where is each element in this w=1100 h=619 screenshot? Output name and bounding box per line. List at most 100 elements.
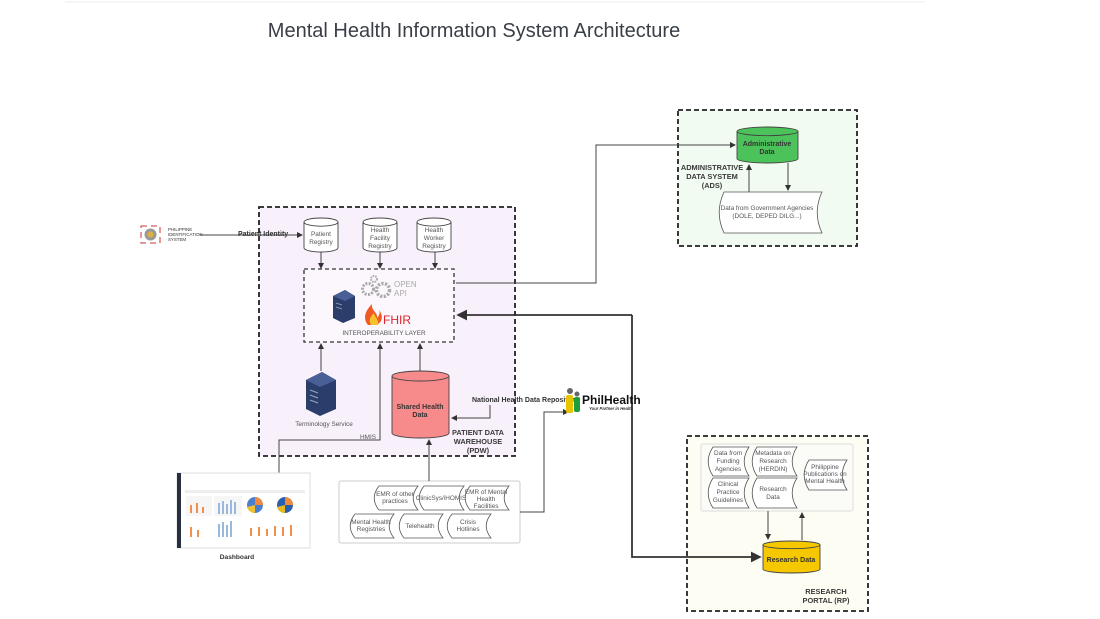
rp-funding-agencies: Data from Funding Agencies: [707, 446, 750, 477]
svg-text:Metadata on: Metadata on: [755, 450, 791, 457]
svg-text:Data from: Data from: [714, 450, 742, 457]
gears-icon: [361, 275, 392, 299]
svg-text:Registry: Registry: [309, 239, 333, 246]
stored-data-shape: [707, 446, 750, 477]
stored-data-shape: [398, 513, 444, 539]
svg-text:Practice: Practice: [716, 489, 740, 496]
health-facility-registry: Health Facility Registry: [362, 217, 398, 253]
svg-text:Telehealth: Telehealth: [405, 523, 435, 530]
cylinder-top: [736, 126, 799, 137]
edge-hmis: [278, 343, 383, 473]
svg-text:(PDW): (PDW): [467, 446, 490, 455]
svg-text:RESEARCH: RESEARCH: [805, 587, 846, 596]
svg-text:Data: Data: [766, 494, 780, 501]
source-telehealth: Telehealth: [398, 513, 444, 539]
dashboard-thumbnail: [176, 472, 311, 549]
patient-identity-label: Patient Identity: [238, 231, 288, 238]
interoperability-layer: [303, 268, 455, 343]
terminology-service-label: Terminology Service: [295, 421, 353, 428]
svg-text:SYSTEM: SYSTEM: [168, 237, 186, 242]
svg-text:practices: practices: [382, 498, 408, 505]
edge-sources-philhealth: [520, 409, 569, 513]
research-data: Research Data: [762, 540, 821, 574]
fhir-label: FHIR: [383, 313, 411, 327]
administrative-data: Administrative Data: [736, 126, 799, 164]
server-icon: [333, 290, 355, 323]
svg-text:PHILIPPINE: PHILIPPINE: [168, 227, 192, 232]
stored-data-shape: [751, 477, 798, 509]
stored-data-shape: [803, 459, 848, 491]
svg-text:Clinical: Clinical: [718, 481, 739, 488]
cylinder-top: [416, 217, 452, 227]
svg-text:Health: Health: [371, 227, 390, 234]
svg-text:Research: Research: [759, 486, 787, 493]
svg-text:Philippine: Philippine: [811, 464, 839, 471]
edge-interop-rp: [631, 315, 762, 563]
rp-research-data-source: Research Data: [751, 477, 798, 509]
cylinder-body: [736, 131, 799, 164]
svg-text:Health: Health: [477, 496, 496, 503]
cylinder-body: [362, 222, 398, 253]
svg-text:Facility: Facility: [370, 235, 391, 242]
stored-data-shape: [464, 485, 510, 511]
svg-text:Publications on: Publications on: [803, 471, 847, 478]
svg-text:EMR of Mental: EMR of Mental: [465, 489, 507, 496]
health-worker-registry: Health Worker Registry: [416, 217, 452, 253]
cylinder-top: [362, 217, 398, 227]
source-clinicsys-ihomis: ClinicSys/iHOMIS: [416, 485, 466, 511]
source-crisis-hotlines: Crisis Hotlines: [446, 513, 492, 539]
cylinder-body: [391, 376, 450, 439]
svg-text:Guidelines: Guidelines: [713, 497, 743, 504]
svg-text:PATIENT DATA: PATIENT DATA: [452, 428, 505, 437]
svg-text:Funding: Funding: [716, 458, 740, 465]
svg-text:Hotlines: Hotlines: [456, 526, 479, 533]
open-api-label: OPEN: [394, 280, 417, 289]
svg-text:Registries: Registries: [357, 526, 385, 533]
ads-label: ADMINISTRATIVE DATA SYSTEM (ADS): [681, 163, 743, 190]
svg-text:Data from Government Agencies: Data from Government Agencies: [721, 205, 814, 212]
svg-text:Mental Health: Mental Health: [351, 519, 391, 526]
cylinder-top: [303, 217, 339, 227]
fhir-flame-icon: [365, 304, 382, 325]
svg-text:PORTAL (RP): PORTAL (RP): [803, 596, 850, 605]
svg-text:Facilities: Facilities: [474, 503, 499, 510]
svg-text:Your Partner in Health: Your Partner in Health: [589, 406, 633, 411]
stored-data-shape: [418, 485, 465, 511]
svg-text:Health: Health: [425, 227, 444, 234]
source-mental-health-registries: Mental Health Registries: [349, 513, 395, 539]
patient-registry: Patient Registry: [303, 217, 339, 253]
government-agencies-data: Data from Government Agencies (DOLE, DEP…: [718, 191, 823, 234]
interoperability-layer-label: INTEROPERABILITY LAYER: [342, 330, 426, 337]
cylinder-body: [416, 222, 452, 253]
connectors: [200, 142, 805, 563]
svg-text:Crisis: Crisis: [460, 519, 476, 526]
source-emr-other-practices: EMR of other practices: [373, 485, 419, 511]
stored-data-shape: [707, 477, 750, 509]
rp-label: RESEARCH PORTAL (RP): [803, 587, 850, 605]
svg-text:Research: Research: [759, 458, 787, 465]
svg-text:Mental Health: Mental Health: [805, 478, 845, 485]
svg-text:Administrative: Administrative: [743, 141, 792, 148]
svg-text:Shared Health: Shared Health: [396, 404, 443, 411]
stored-data-shape: [446, 513, 492, 539]
nhdr-label: National Health Data Repository: [472, 397, 579, 404]
svg-text:(ADS): (ADS): [702, 181, 723, 190]
svg-text:(HERDIN): (HERDIN): [759, 466, 788, 473]
svg-text:EMR of other: EMR of other: [376, 491, 415, 498]
rp-clinical-guidelines: Clinical Practice Guidelines: [707, 477, 750, 509]
svg-text:Registry: Registry: [368, 243, 392, 250]
stored-data-shape: [751, 446, 798, 477]
cylinder-top: [762, 540, 821, 550]
svg-text:Data: Data: [759, 149, 774, 156]
svg-text:Research Data: Research Data: [767, 557, 816, 564]
svg-text:DATA SYSTEM: DATA SYSTEM: [686, 172, 738, 181]
svg-text:Registry: Registry: [422, 243, 446, 250]
pdw-label: PATIENT DATA WAREHOUSE (PDW): [452, 428, 505, 455]
svg-text:WAREHOUSE: WAREHOUSE: [454, 437, 503, 446]
svg-text:ClinicSys/iHOMIS: ClinicSys/iHOMIS: [416, 495, 466, 502]
svg-text:ADMINISTRATIVE: ADMINISTRATIVE: [681, 163, 743, 172]
svg-text:Agencies: Agencies: [715, 466, 741, 473]
open-api-label-2: API: [394, 289, 407, 298]
dashboard-label: Dashboard: [220, 554, 254, 561]
